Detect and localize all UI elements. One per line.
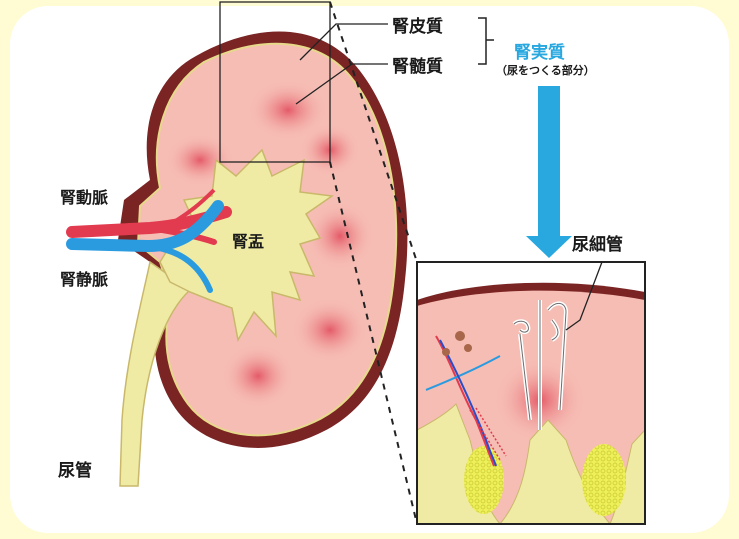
medulla-pyramid [292, 298, 368, 362]
label-renal-cortex: 腎皮質 [392, 12, 443, 37]
medulla-pyramid [222, 344, 294, 408]
label-renal-artery: 腎動脈 [60, 184, 108, 208]
down-arrow-head [526, 236, 572, 258]
label-ureter: 尿管 [58, 456, 92, 481]
label-renal-parenchyma: 腎実質 [514, 38, 565, 63]
label-renal-tubule: 尿細管 [572, 230, 623, 255]
label-renal-vein: 腎静脈 [60, 266, 108, 290]
zoom-detail-content [417, 262, 645, 524]
label-renal-medulla: 腎髄質 [392, 52, 443, 77]
bracket-brace [478, 18, 494, 64]
down-arrow-shaft [538, 86, 560, 236]
label-renal-pelvis: 腎盂 [232, 228, 264, 252]
label-parenchyma-note: （尿をつくる部分） [496, 62, 595, 78]
